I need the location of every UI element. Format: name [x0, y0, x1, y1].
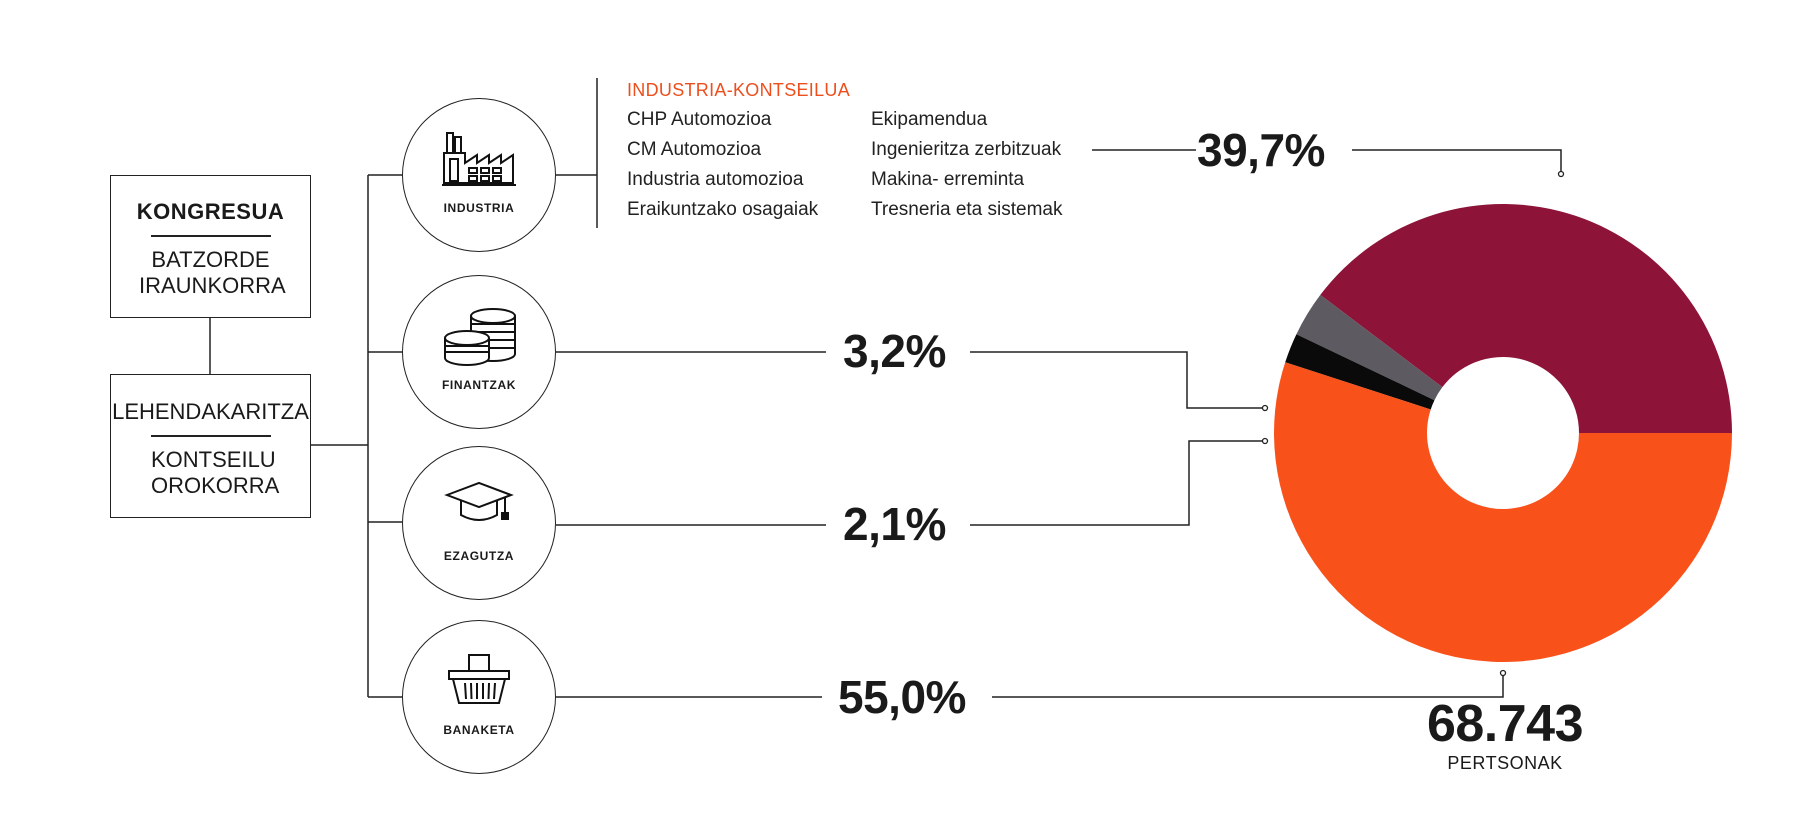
area-finantzak: FINANTZAK [402, 275, 556, 429]
slice-finantzak [1296, 294, 1443, 401]
value-label-industria: 39,7% [1197, 124, 1325, 176]
presidency-label: LEHENDAKARITZA [112, 399, 309, 424]
area-ezagutza: EZAGUTZA [402, 446, 556, 600]
value-label-banaketa: 55,0% [838, 671, 966, 723]
presidency-box: LEHENDAKARITZA KONTSEILU OROKORRA [110, 374, 311, 518]
value-label-finantzak: 3,2% [843, 325, 946, 377]
total-value: 68.743 [1426, 695, 1584, 753]
total-persons: 68.743 PERTSONAK [1395, 695, 1615, 774]
sector-list-right: Ekipamendua Ingenieritza zerbitzuak Maki… [871, 105, 1062, 225]
slice-banaketa [1274, 362, 1732, 663]
council-label: KONTSEILU OROKORRA [151, 446, 280, 498]
coins-icon [444, 308, 516, 366]
sector-item: Ingenieritza zerbitzuak [871, 139, 1062, 160]
divider [150, 435, 271, 437]
congress-label: KONGRESUA [136, 199, 285, 224]
sector-item: Industria automozioa [627, 169, 804, 190]
divider [150, 235, 271, 237]
sector-item: Ekipamendua [871, 109, 988, 130]
sector-item: CHP Automozioa [627, 109, 772, 130]
area-banaketa: BANAKETA [402, 620, 556, 774]
area-label: BANAKETA [443, 723, 515, 737]
value-label-ezagutza: 2,1% [843, 498, 946, 550]
congress-box: KONGRESUA BATZORDE IRAUNKORRA [110, 175, 311, 318]
sector-item: CM Automozioa [627, 139, 762, 160]
area-label: INDUSTRIA [443, 201, 515, 215]
graduation-cap-icon [444, 481, 514, 521]
factory-icon [442, 132, 516, 186]
industry-council: INDUSTRIA-KONTSEILUA CHP Automozioa CM A… [627, 75, 1062, 220]
area-industria: INDUSTRIA [402, 98, 556, 252]
donut-chart [1274, 204, 1732, 663]
sector-item: Makina- erreminta [871, 169, 1025, 190]
sector-item: Eraikuntzako osagaiak [627, 199, 819, 220]
sector-list-left: CHP Automozioa CM Automozioa Industria a… [627, 105, 818, 225]
slice-industria [1320, 204, 1732, 433]
area-label: FINANTZAK [441, 378, 517, 392]
total-unit: PERTSONAK [1447, 753, 1563, 773]
area-label: EZAGUTZA [443, 549, 515, 563]
sector-item: Tresneria eta sistemak [871, 199, 1063, 220]
committee-label: BATZORDE IRAUNKORRA [139, 246, 286, 298]
shopping-basket-icon [448, 654, 510, 704]
slice-ezagutza [1285, 334, 1435, 410]
industry-council-title: INDUSTRIA-KONTSEILUA [627, 80, 851, 100]
